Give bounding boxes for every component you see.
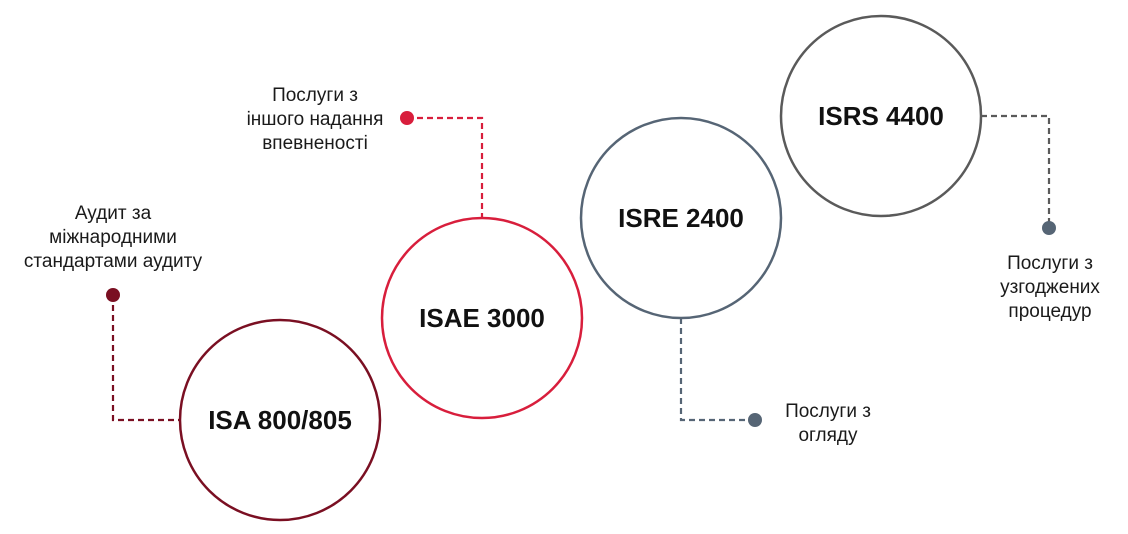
connector-dot-isrs [1042,221,1056,235]
note-isae: Послуги з іншого надання впевненості [225,84,405,156]
connector-dot-isae [400,111,414,125]
note-isrs-line-1: Послуги з [1007,253,1093,274]
connector-isa [111,295,180,422]
connector-isae [407,116,484,218]
connector-dot-isre [748,413,762,427]
circle-label-isre: ISRE 2400 [618,203,744,233]
note-isa: Аудит за міжнародними стандартами аудиту [13,202,213,274]
circle-isae [380,216,584,420]
note-isa-line-3: стандартами аудиту [23,251,203,272]
circle-label-isae: ISAE 3000 [419,303,545,333]
connector-isre [679,318,755,422]
note-isrs: Послуги з узгоджених процедур [990,252,1110,324]
note-isrs-line-3: процедур [1008,301,1092,322]
note-isrs-line-2: узгоджених [1000,277,1100,298]
circle-isre [579,116,783,320]
note-isa-line-1: Аудит за [74,203,152,224]
node-isre: ISRE 2400 [579,116,783,427]
note-isae-line-2: іншого надання [246,109,384,130]
connector-dot-isa [106,288,120,302]
note-isa-line-2: міжнародними [49,227,177,248]
note-isae-line-1: Послуги з [272,85,358,106]
node-isae: ISAE 3000 [380,111,584,420]
node-isa: ISA 800/805 [106,288,382,522]
circle-label-isrs: ISRS 4400 [818,101,944,131]
circle-isrs [779,14,983,218]
connector-isrs [981,114,1051,228]
note-isre-line-2: огляду [798,425,858,446]
note-isae-line-3: впевненості [262,133,368,154]
circle-label-isa: ISA 800/805 [208,405,352,435]
node-isrs: ISRS 4400 [779,14,1056,235]
note-isre-line-1: Послуги з [785,401,871,422]
circle-isa [178,318,382,522]
note-isre: Послуги з огляду [768,400,888,448]
